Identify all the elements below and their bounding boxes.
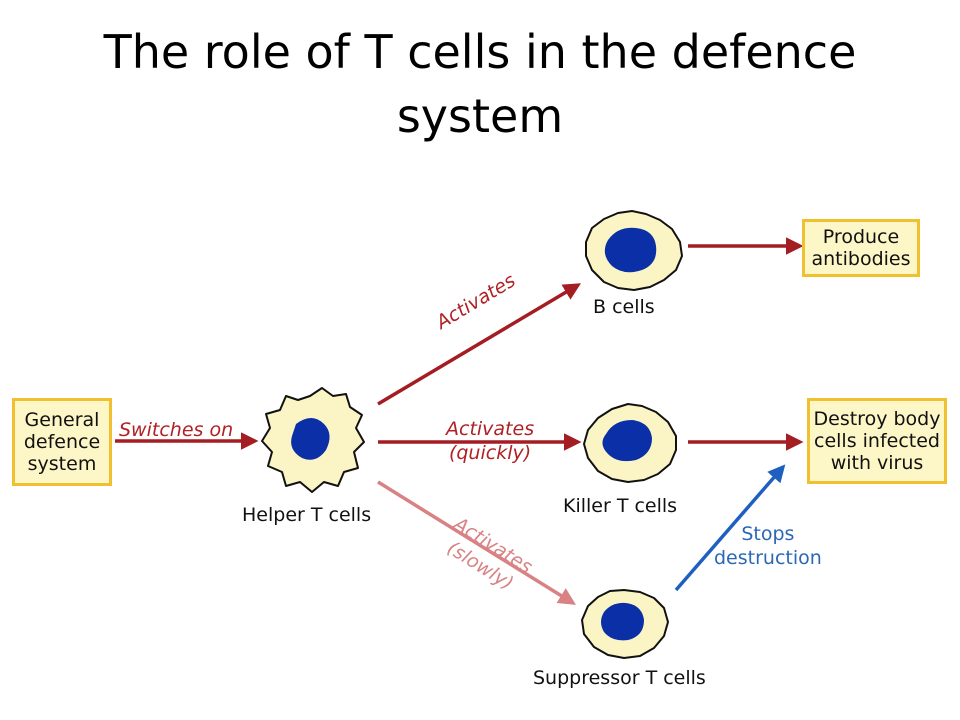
page-title: The role of T cells in the defence syste… [0,20,960,148]
b-cell-nucleus [604,227,657,273]
antibodies-line-2: antibodies [811,248,911,270]
general-defence-box: General defence system [12,398,112,486]
helper-cell-nucleus [291,418,330,460]
destroy-line-3: with virus [830,452,924,474]
helper-t-cells-label: Helper T cells [242,504,372,526]
switches-on-label: Switches on [119,419,234,441]
destroy-line-1: Destroy body [813,408,941,430]
produce-antibodies-box: Produce antibodies [802,219,920,277]
activates-killer-line-1: Activates [446,418,535,440]
arrow-to-b-cells [377,283,582,406]
antibodies-line-1: Produce [822,226,900,248]
stops-line-1: Stops [741,523,795,545]
b-cell [585,210,683,291]
killer-t-cells-label: Killer T cells [563,495,678,517]
arrow-stops-destruction [674,464,786,592]
killer-t-cell [583,403,677,483]
title-line-1: The role of T cells in the defence [103,25,857,79]
stops-line-2: destruction [714,547,822,569]
general-defence-line-2: defence [23,431,101,453]
suppressor-cell-nucleus [601,602,644,641]
helper-t-cell [261,387,365,493]
suppressor-t-cell [581,589,669,659]
stops-destruction-label: Stops destruction [714,522,822,570]
destroy-line-2: cells infected [814,430,940,452]
general-defence-line-3: system [27,453,97,475]
activates-killer-label: Activates (quickly) [446,417,534,465]
activates-killer-line-2: (quickly) [448,442,532,464]
b-cells-label: B cells [593,296,655,318]
title-line-2: system [396,89,564,143]
suppressor-t-cells-label: Suppressor T cells [533,667,706,689]
arrow-to-suppressor [377,480,576,605]
killer-cell-nucleus [602,420,652,462]
general-defence-line-1: General [24,409,100,431]
destroy-cells-box: Destroy body cells infected with virus [807,398,947,484]
